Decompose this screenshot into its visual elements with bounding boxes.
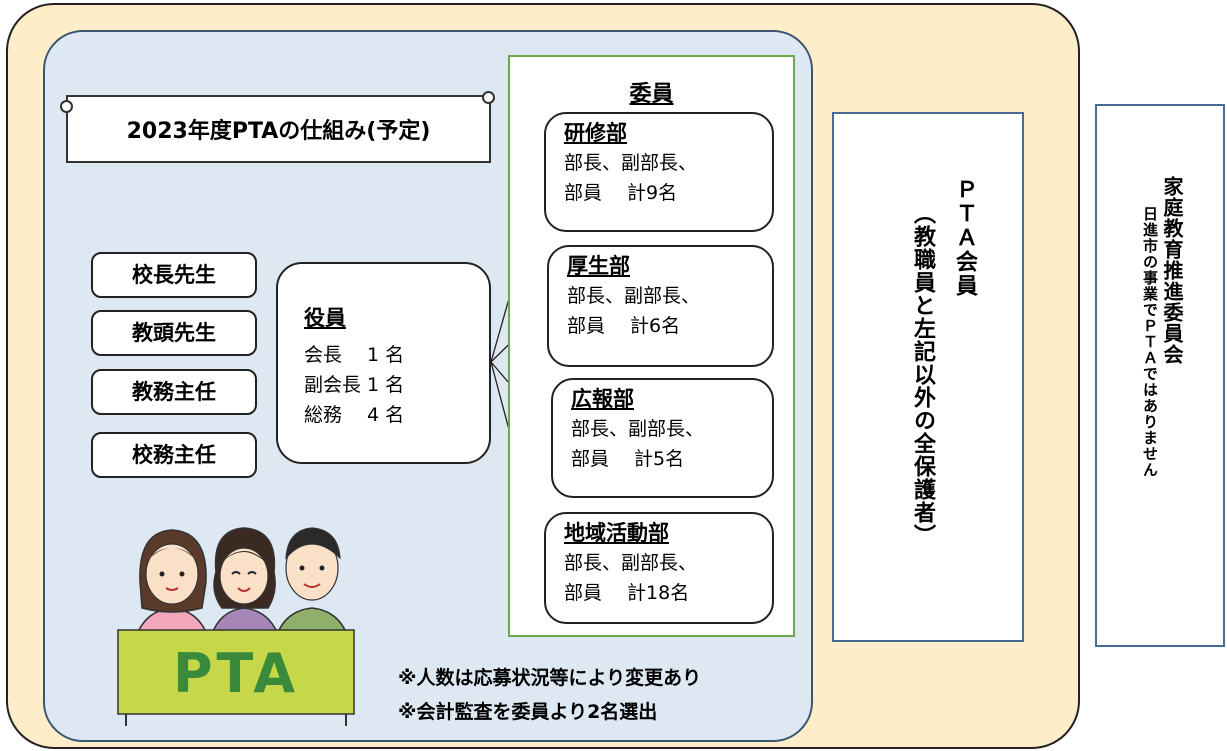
officers-list: 会長 1 名 副会長 1 名 総務 4 名 xyxy=(304,340,404,430)
staff-academic-affairs: 教務主任 xyxy=(91,369,257,415)
scroll-curl-right xyxy=(482,91,495,104)
pta-members-subtitle: （教職員と左記以外の全保護者） xyxy=(910,202,935,547)
dept-roles: 部長、副部長、 xyxy=(571,418,705,440)
dept-count: 部員 計5名 xyxy=(571,448,685,470)
pta-members-box: ＰＴＡ会員 （教職員と左記以外の全保護者） xyxy=(832,112,1024,642)
dept-kouhou: 広報部 部長、副部長、 部員 計5名 xyxy=(551,378,774,498)
note-audit: ※会計監査を委員より2名選出 xyxy=(398,701,658,723)
dept-roles: 部長、副部長、 xyxy=(567,285,701,307)
staff-principal: 校長先生 xyxy=(91,252,257,298)
note-headcount: ※人数は応募状況等により変更あり xyxy=(398,667,702,689)
dept-name: 研修部 xyxy=(564,121,627,145)
dept-count: 部員 計6名 xyxy=(567,315,681,337)
officer-vice-president: 副会長 1 名 xyxy=(304,374,405,396)
dept-roles: 部長、副部長、 xyxy=(564,152,698,174)
family-committee-subtitle: 日進市の事業でＰＴＡではありません xyxy=(1141,206,1159,478)
dept-kenshu: 研修部 部長、副部長、 部員 計9名 xyxy=(544,112,774,232)
staff-vice-principal: 教頭先生 xyxy=(91,310,257,356)
dept-name: 厚生部 xyxy=(567,254,630,278)
officers-box: 役員 会長 1 名 副会長 1 名 総務 4 名 xyxy=(276,262,491,464)
officers-heading: 役員 xyxy=(304,306,346,330)
dept-kousei: 厚生部 部長、副部長、 部員 計6名 xyxy=(547,245,774,367)
dept-count: 部員 計18名 xyxy=(564,582,690,604)
title-scroll xyxy=(60,91,495,163)
family-committee-title: 家庭教育推進委員会 xyxy=(1160,176,1184,365)
staff-school-affairs: 校務主任 xyxy=(91,432,257,478)
dept-name: 地域活動部 xyxy=(564,521,669,545)
scroll-curl-left xyxy=(60,100,73,113)
pta-banner: PTA xyxy=(117,629,355,726)
pta-people-illustration: PTA xyxy=(117,527,355,726)
dept-count: 部員 計9名 xyxy=(564,182,678,204)
dept-name: 広報部 xyxy=(571,387,634,411)
pta-members-title: ＰＴＡ会員 xyxy=(952,178,977,298)
banner-text: PTA xyxy=(173,642,299,705)
officer-president: 会長 1 名 xyxy=(304,344,405,366)
dept-chiiki: 地域活動部 部長、副部長、 部員 計18名 xyxy=(544,512,774,624)
family-committee-box: 家庭教育推進委員会 日進市の事業でＰＴＡではありません xyxy=(1095,104,1225,647)
page-title: 2023年度PTAの仕組み(予定) xyxy=(126,119,431,144)
dept-roles: 部長、副部長、 xyxy=(564,552,698,574)
officer-general-affairs: 総務 4 名 xyxy=(304,404,405,426)
committee-heading: 委員 xyxy=(629,82,674,107)
